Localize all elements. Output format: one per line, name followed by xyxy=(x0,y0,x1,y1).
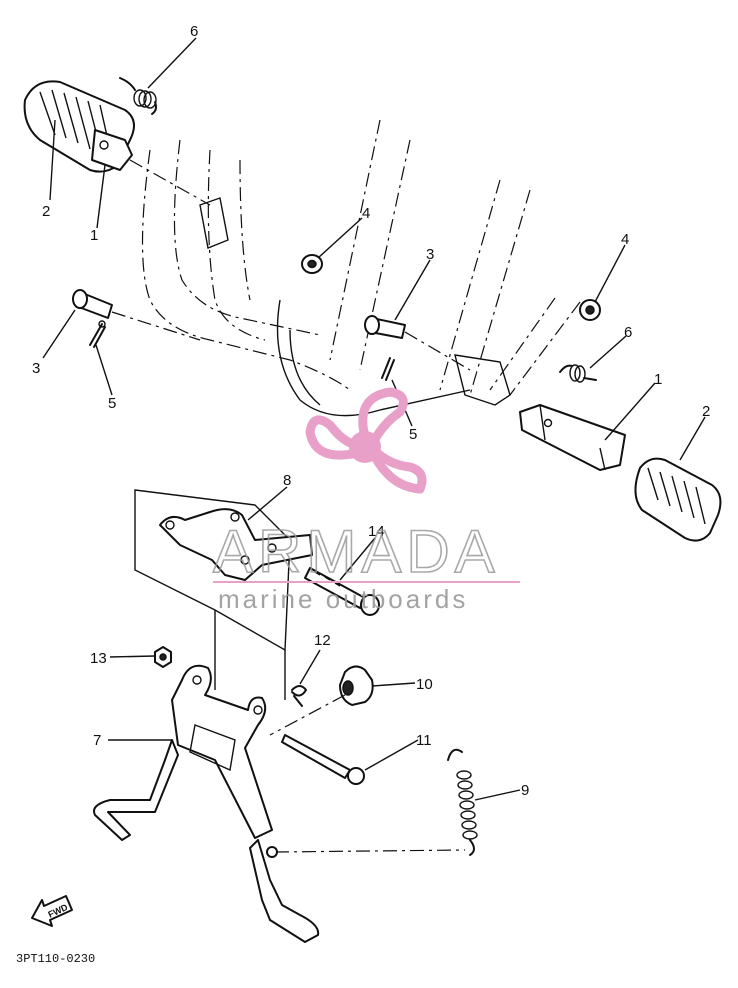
callout-7: 7 xyxy=(93,732,101,749)
clip xyxy=(291,685,307,707)
cotter-pin-right xyxy=(381,357,395,381)
callout-5-right: 5 xyxy=(409,426,417,443)
spring-right xyxy=(559,364,597,383)
callout-9: 9 xyxy=(521,782,529,799)
forward-arrow-icon: FWD xyxy=(31,895,73,927)
stand-spring xyxy=(447,748,478,856)
watermark-tagline: marine outboards xyxy=(218,584,468,614)
callout-1-left: 1 xyxy=(90,227,98,244)
callout-6-right: 6 xyxy=(624,324,632,341)
leader-lines xyxy=(42,37,706,801)
spring-left xyxy=(119,77,157,115)
main-stand xyxy=(93,610,320,943)
footrest-rubber-right xyxy=(634,457,722,542)
callout-labels: 6 2 1 4 3 5 3 4 6 5 1 2 8 14 13 12 10 7 … xyxy=(32,23,710,799)
callout-14: 14 xyxy=(368,523,385,540)
watermark: ARMADA marine outboards xyxy=(212,387,520,614)
footrest-left xyxy=(91,129,133,171)
callout-8: 8 xyxy=(283,472,291,489)
callout-2-right: 2 xyxy=(702,403,710,420)
pin-left xyxy=(72,289,113,319)
footrest-right xyxy=(519,404,626,471)
frame-tubes xyxy=(141,119,531,417)
propeller-logo-icon xyxy=(305,387,427,494)
callout-6-top: 6 xyxy=(190,23,198,40)
shaft-bolt xyxy=(281,734,365,785)
spring-hook xyxy=(266,846,278,858)
cotter-pin-left xyxy=(89,320,106,348)
callout-10: 10 xyxy=(416,676,433,693)
nut xyxy=(154,646,172,668)
callout-11: 11 xyxy=(416,732,432,749)
callout-3-left: 3 xyxy=(32,360,40,377)
pin-right xyxy=(364,315,406,339)
callout-4-left: 4 xyxy=(362,205,370,222)
callout-4-right: 4 xyxy=(621,231,629,248)
callout-1-right: 1 xyxy=(654,371,662,388)
watermark-brand: ARMADA xyxy=(213,518,500,585)
collar xyxy=(339,665,374,706)
callout-3-right: 3 xyxy=(426,246,434,263)
callout-13: 13 xyxy=(90,650,107,667)
callout-5-left: 5 xyxy=(108,395,116,412)
washer-left xyxy=(301,254,323,274)
bolt xyxy=(304,567,380,616)
diagram-code: 3PT110-0230 xyxy=(16,952,95,966)
callout-2-left: 2 xyxy=(42,203,50,220)
callout-12: 12 xyxy=(314,632,331,649)
washer-right xyxy=(579,299,601,321)
